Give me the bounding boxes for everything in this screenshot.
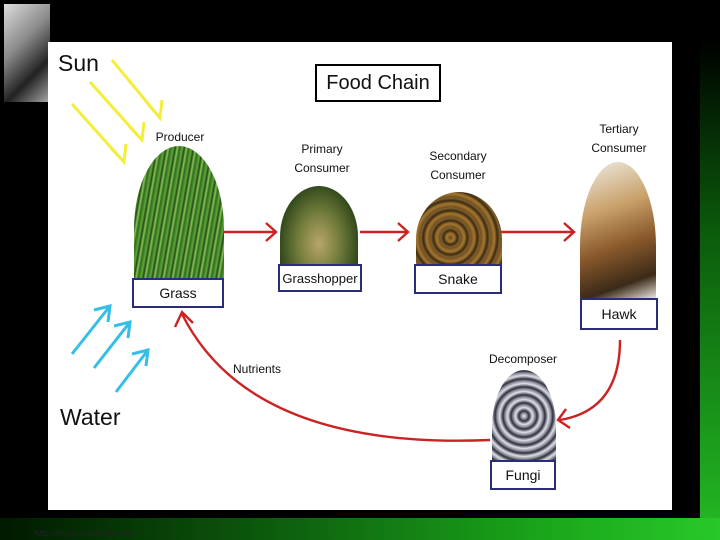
water-rays — [70, 304, 150, 393]
nutrients-label: Nutrients — [232, 362, 282, 376]
arrow-hawk-fungi — [556, 339, 622, 429]
secondary-role-line1: Secondary — [429, 149, 487, 163]
portrait-thumbnail — [4, 4, 50, 102]
flow-arrows — [173, 222, 622, 442]
grasshopper-image — [280, 186, 358, 268]
grasshopper-name-box: Grasshopper — [278, 264, 362, 292]
primary-role: Primary Consumer — [282, 140, 362, 178]
hawk-image — [580, 162, 656, 298]
decomposer-role: Decomposer — [488, 352, 558, 366]
sun-ray-3 — [70, 102, 128, 166]
tertiary-role-line2: Consumer — [591, 141, 647, 155]
primary-role-line2: Consumer — [294, 161, 350, 175]
fungi-name: Fungi — [505, 467, 541, 483]
arrow-grass-grasshopper — [224, 222, 278, 242]
grass-name: Grass — [159, 285, 197, 301]
grasshopper-name: Grasshopper — [282, 270, 358, 286]
arrow-grasshopper-snake — [360, 222, 410, 242]
diagram-title: Food Chain — [315, 64, 441, 102]
hawk-name-box: Hawk — [580, 298, 658, 330]
secondary-role-line2: Consumer — [430, 168, 486, 182]
footer-url: http://mypbio.weebly.com — [34, 528, 135, 538]
primary-role-line1: Primary — [301, 142, 343, 156]
grass-image — [134, 146, 224, 280]
water-ray-1 — [70, 304, 112, 355]
sun-rays — [70, 59, 164, 166]
producer-role: Producer — [155, 130, 205, 144]
tertiary-role-line1: Tertiary — [599, 122, 639, 136]
water-ray-3 — [114, 348, 150, 393]
water-label: Water — [60, 404, 121, 430]
sun-ray-2 — [88, 80, 146, 144]
snake-name-box: Snake — [414, 264, 502, 294]
hawk-name: Hawk — [601, 306, 637, 322]
arrow-fungi-grass — [173, 309, 491, 442]
snake-name: Snake — [438, 271, 478, 287]
water-ray-2 — [92, 320, 132, 369]
sun-label: Sun — [58, 50, 99, 76]
fungi-image — [492, 370, 556, 462]
sun-ray-1 — [110, 59, 164, 122]
green-side-band — [700, 40, 720, 518]
tertiary-role: Tertiary Consumer — [580, 120, 658, 158]
secondary-role: Secondary Consumer — [418, 147, 498, 185]
fungi-name-box: Fungi — [490, 460, 556, 490]
grass-name-box: Grass — [132, 278, 224, 308]
green-bottom-band — [0, 518, 720, 540]
snake-image — [416, 192, 502, 268]
arrow-snake-hawk — [500, 222, 576, 242]
